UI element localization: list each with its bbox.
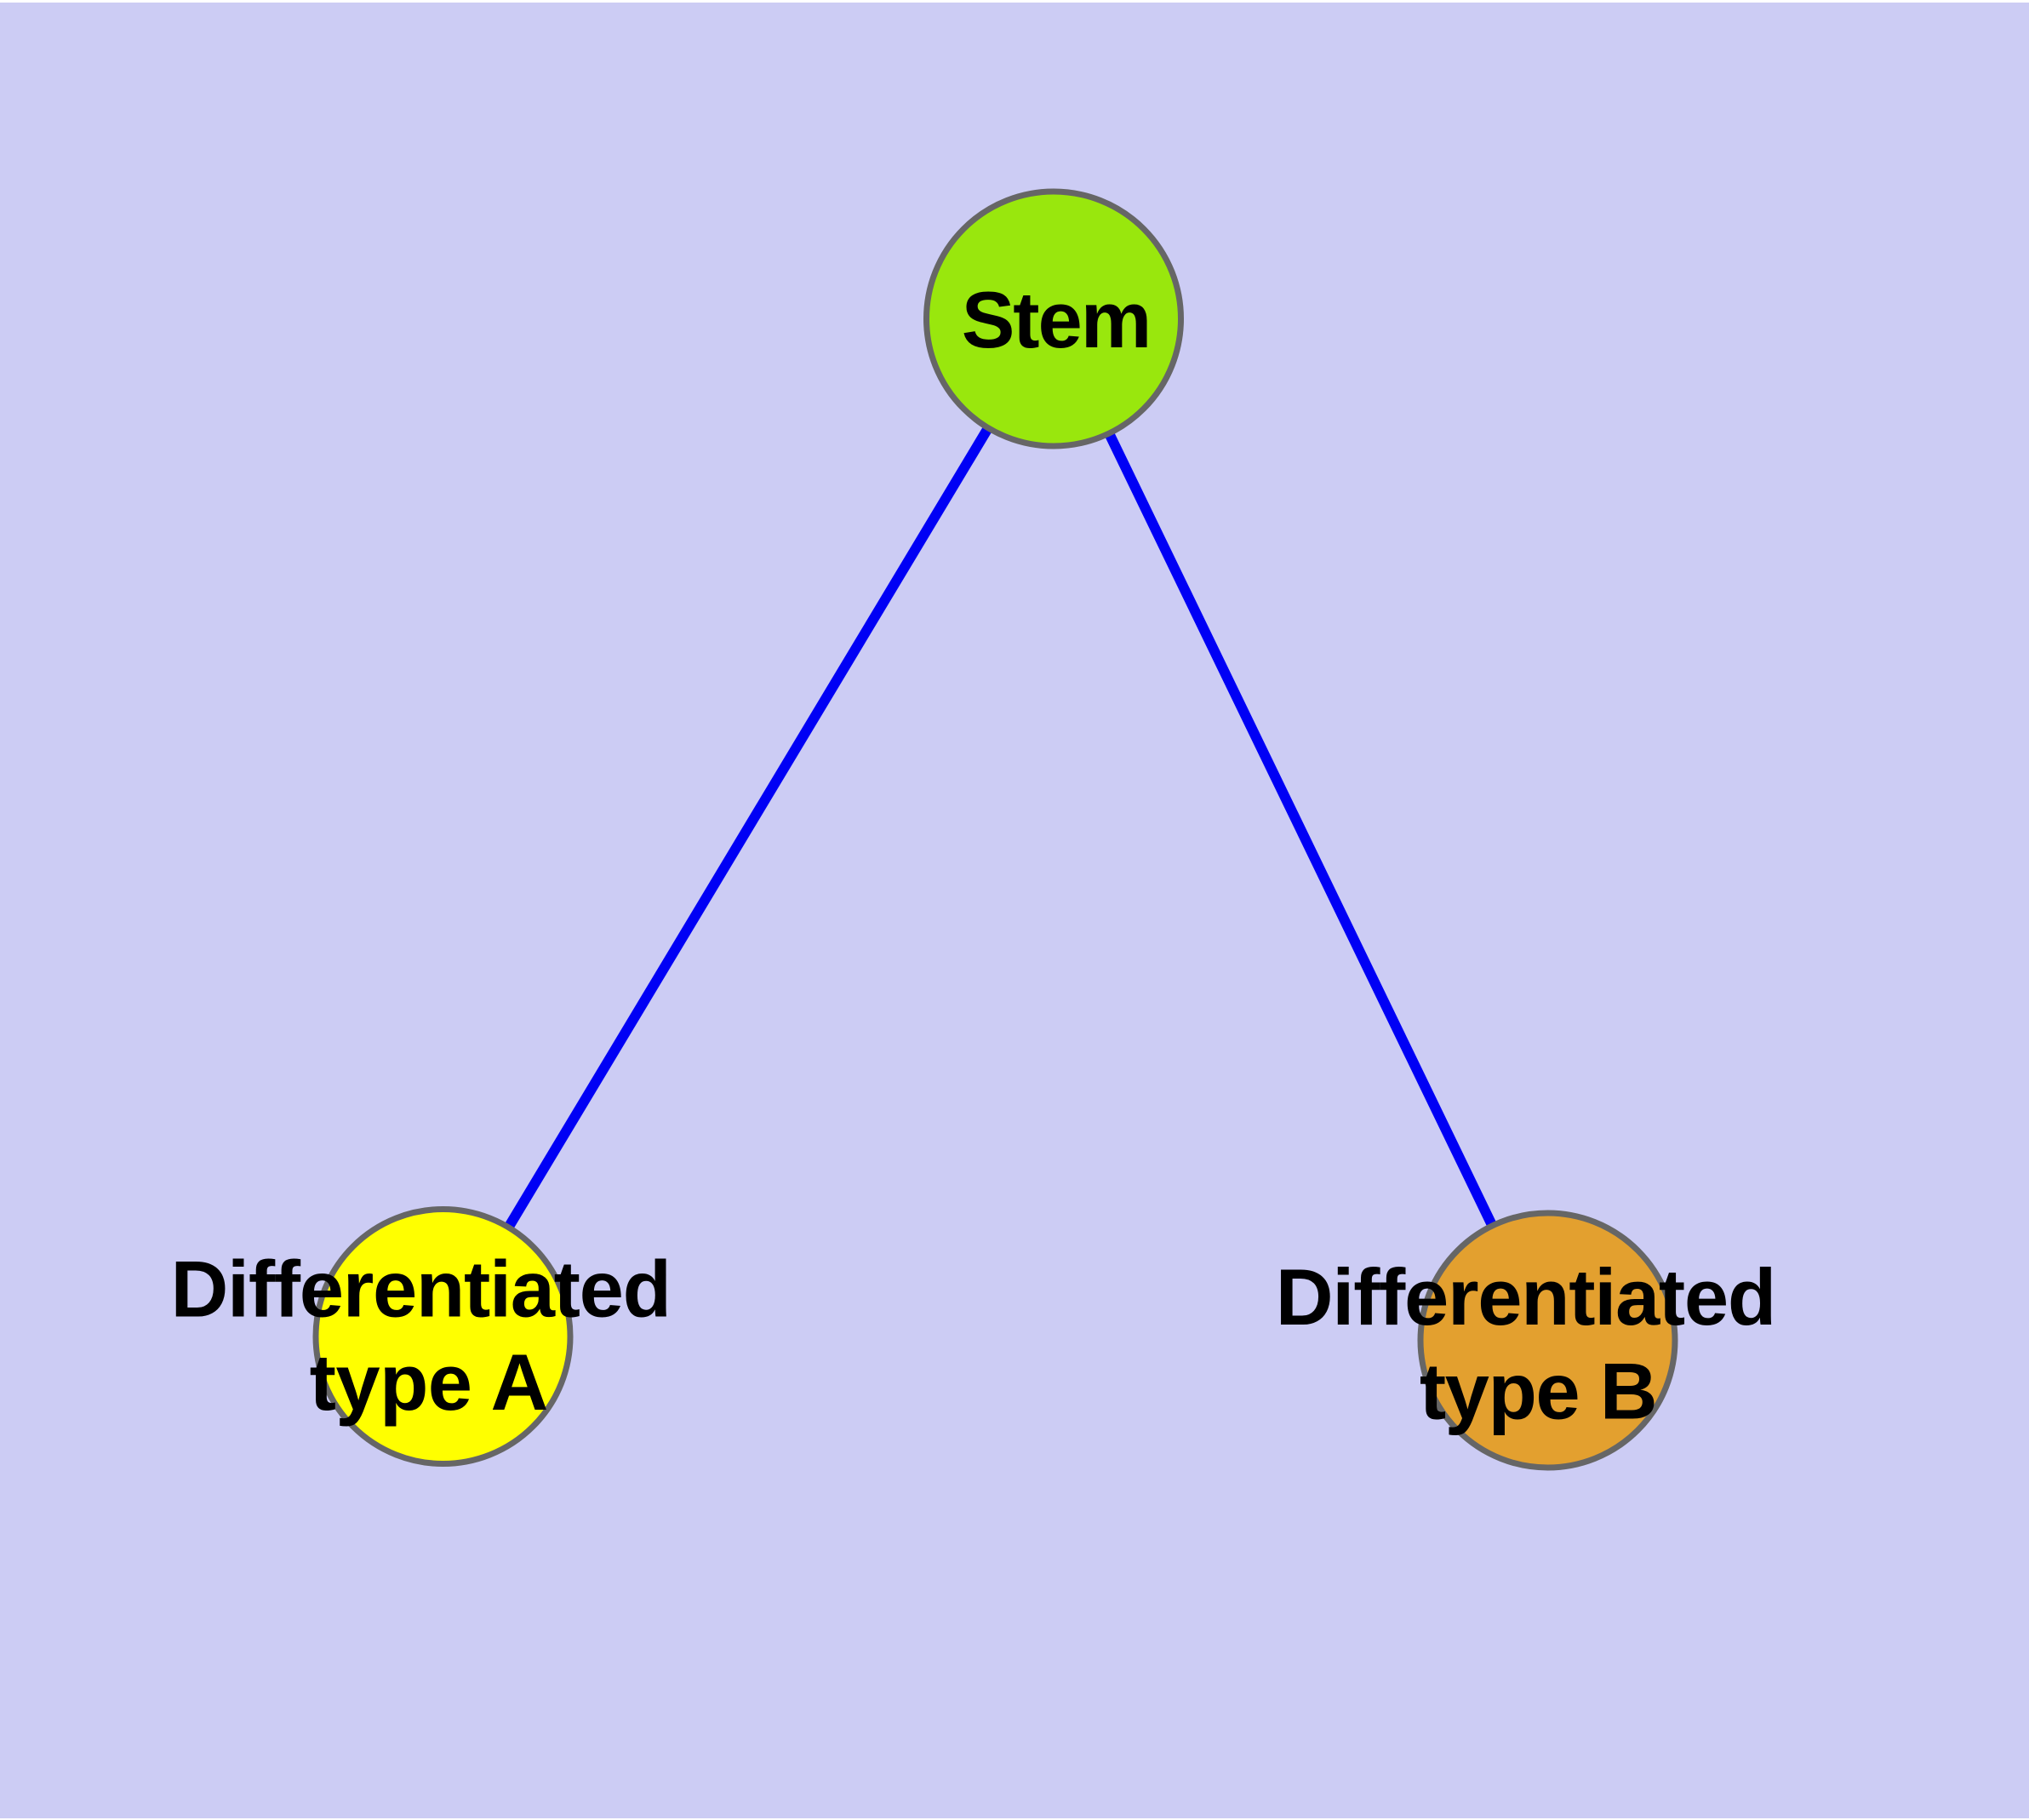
svg-text:Differentiated: Differentiated	[171, 1245, 672, 1334]
svg-text:type A: type A	[310, 1337, 549, 1427]
svg-text:Stem: Stem	[962, 275, 1152, 364]
svg-text:Differentiated: Differentiated	[1276, 1252, 1777, 1342]
svg-text:type B: type B	[1420, 1347, 1658, 1436]
